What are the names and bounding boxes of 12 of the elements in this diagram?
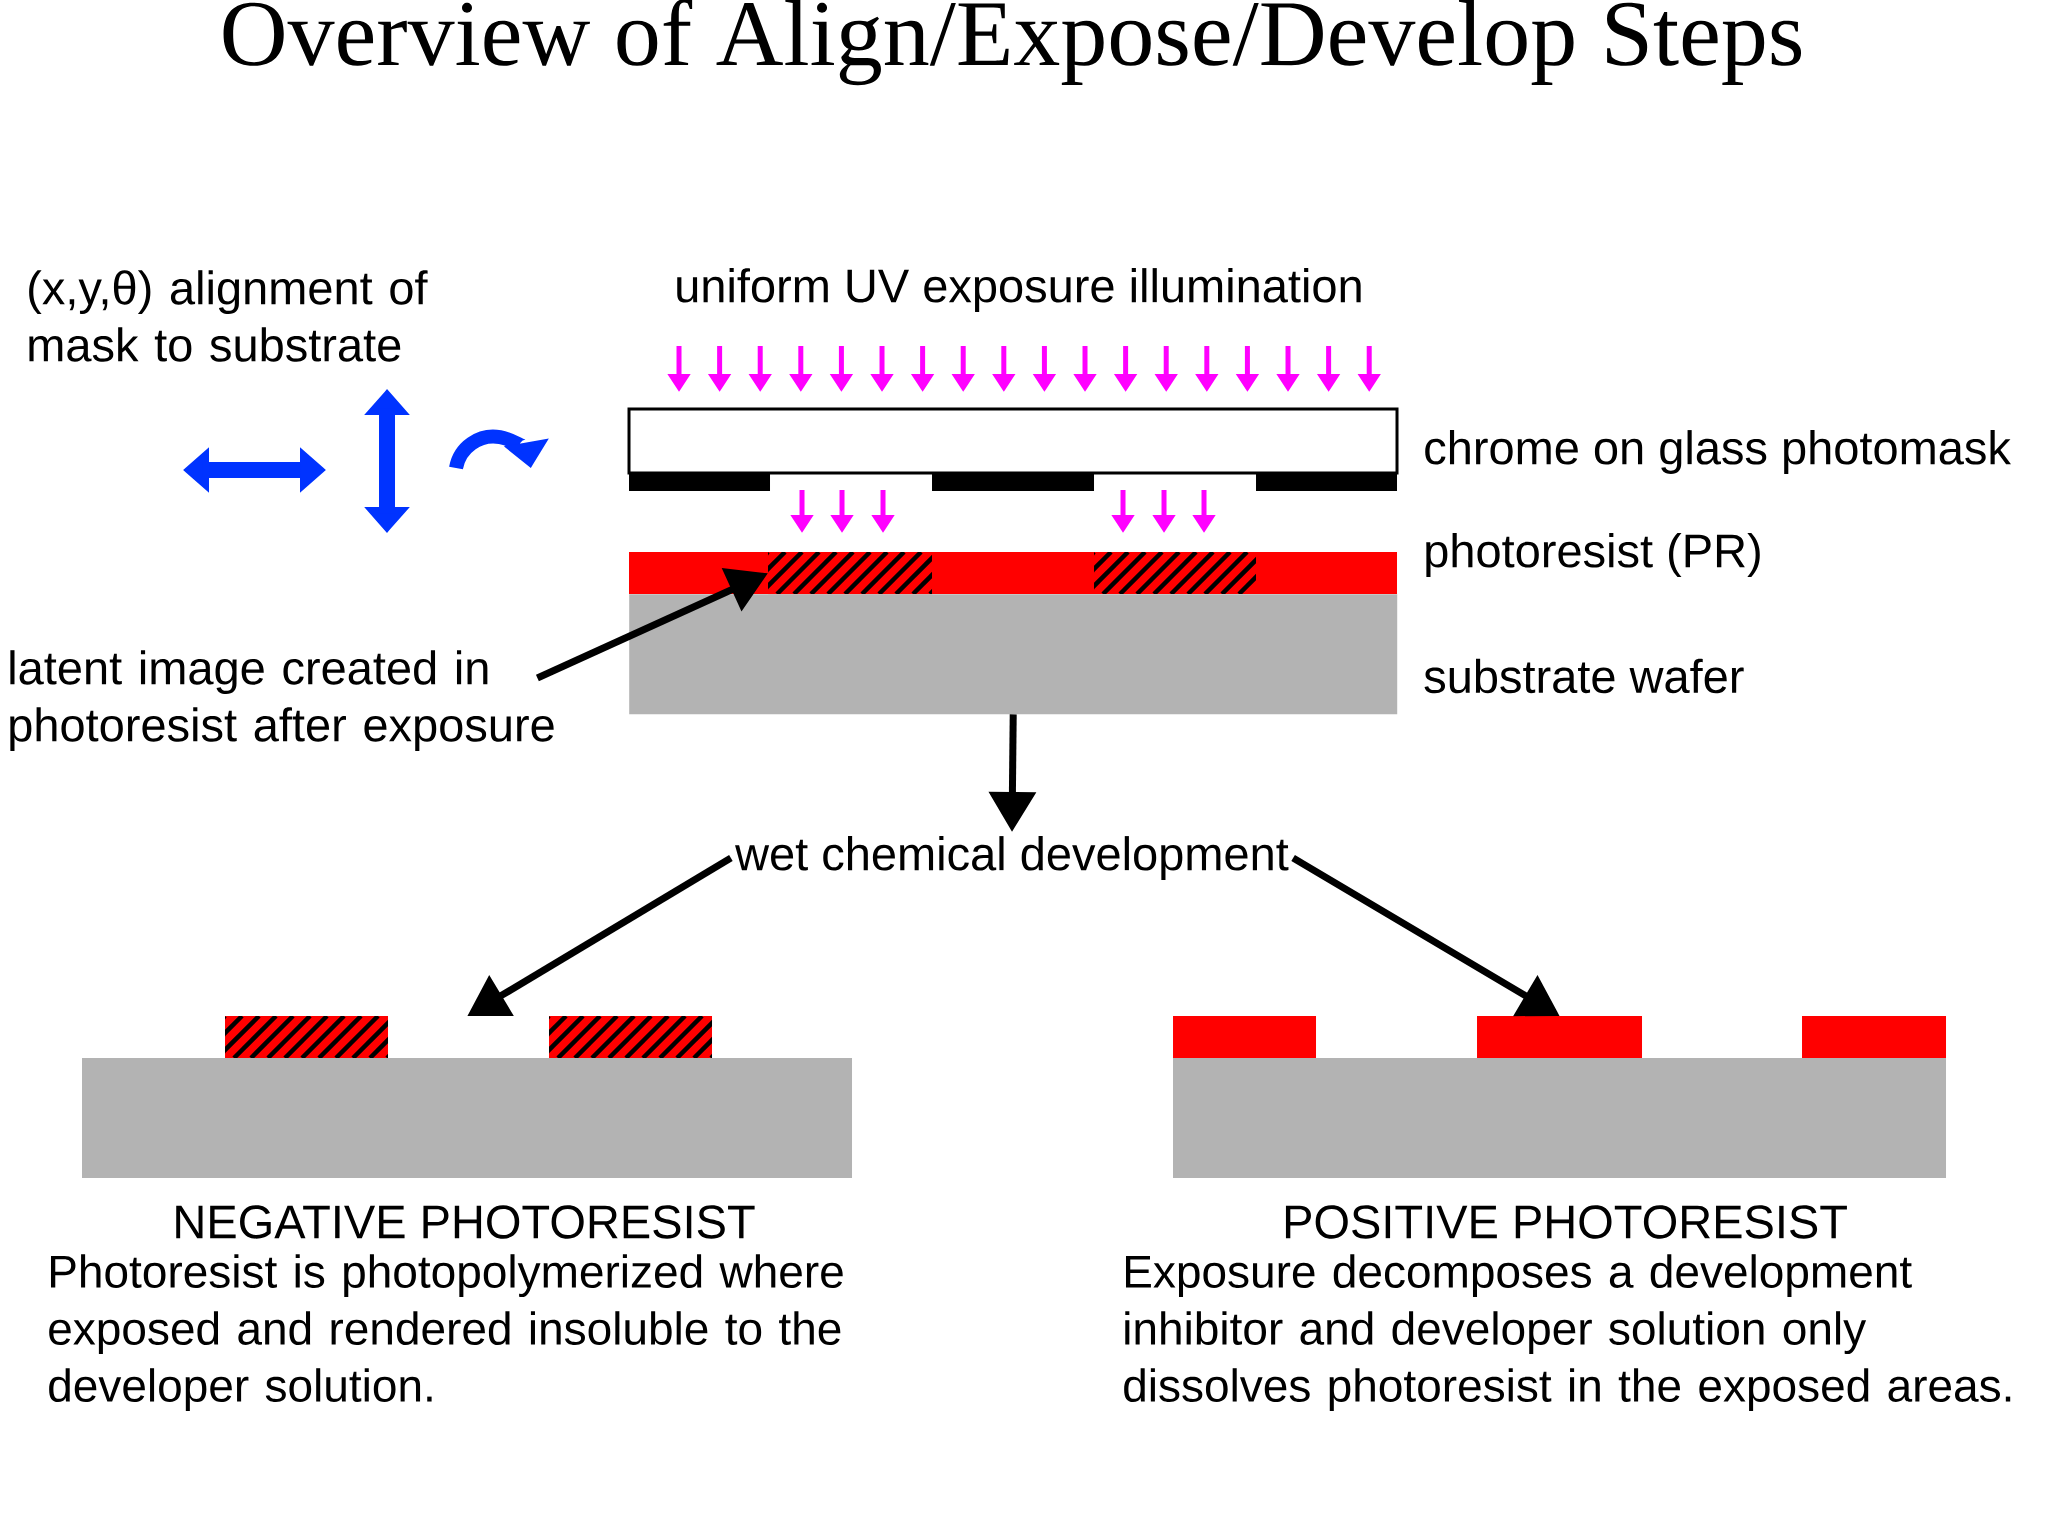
latent-image-region [768, 552, 933, 595]
layer-label: substrate wafer [1424, 658, 1744, 694]
heading: POSITIVE PHOTORESIST [1285, 1205, 1847, 1239]
layer-label: photoresist (PR) [1426, 533, 1760, 577]
layer-label: chrome on glass photomask [1425, 430, 2011, 474]
alignment-label: (x,y,θ) alignment of mask to substrate [29, 270, 428, 362]
heading: NEGATIVE PHOTORESIST [176, 1205, 755, 1239]
illumination-label: uniform UV exposure illumination [677, 268, 1361, 312]
process-label: wet chemical development [735, 836, 1289, 880]
description: Exposure decomposes a development inhibitor and developer solution only dissolves photoresist in the exposed areas. [1124, 1254, 2011, 1412]
description: Photoresist is photopolymerized where exposed and rendered insoluble to the developer solution. [49, 1254, 843, 1412]
callout-text: latent image created in photoresist after exposure [10, 650, 554, 751]
